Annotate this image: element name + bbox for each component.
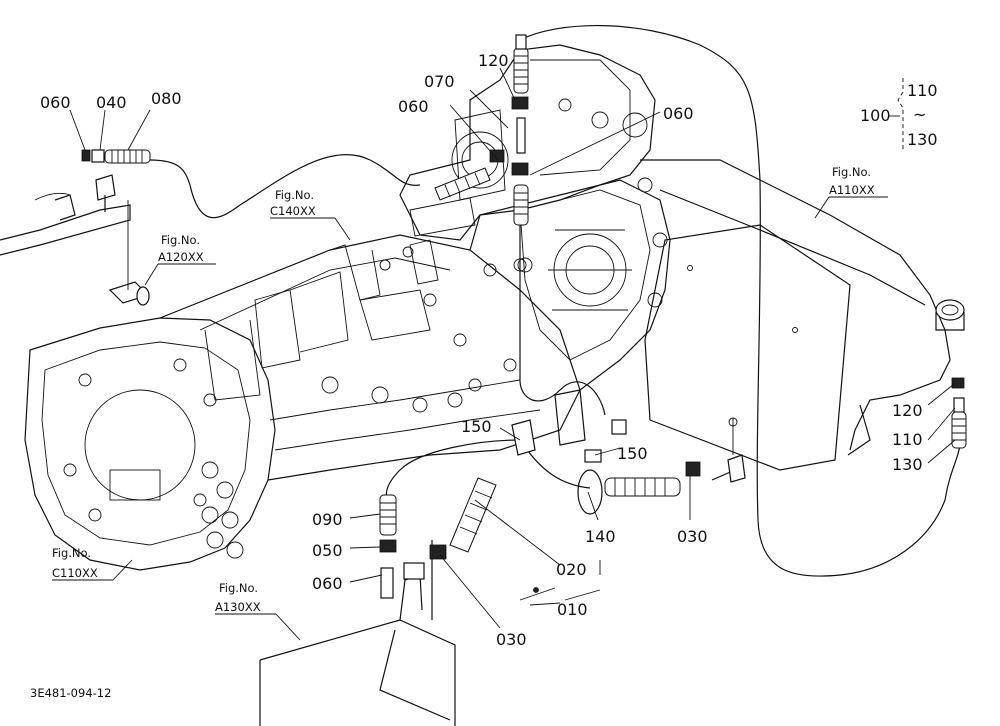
part-label-020: 020 [556, 560, 587, 579]
part-label-100: 100 [860, 106, 891, 125]
fittings-150 [511, 389, 627, 463]
left-bracket [0, 174, 150, 306]
fig-ref-caption: Fig.No. [161, 233, 200, 247]
tube-080 [81, 149, 151, 164]
leader-lines [69, 67, 956, 629]
part-label-080: 080 [151, 89, 182, 108]
fender-frame [640, 159, 965, 471]
tube-020 [429, 477, 497, 560]
fig-ref-code: A130XX [215, 600, 261, 614]
part-label-060-right: 060 [663, 104, 694, 123]
part-labels: 060 040 080 120 070 060 060 100 110 ~ 13… [40, 51, 938, 649]
tube-090 [379, 494, 397, 599]
wiring-harness [149, 25, 961, 620]
part-label-040: 040 [96, 93, 127, 112]
fig-ref-c110: Fig.No. C110XX [52, 546, 133, 581]
part-label-140: 140 [585, 527, 616, 546]
part-label-130-range: 130 [907, 130, 938, 149]
part-label-150-left: 150 [461, 417, 492, 436]
part-label-030-right: 030 [677, 527, 708, 546]
part-label-050: 050 [312, 541, 343, 560]
fig-ref-code: A120XX [158, 250, 204, 264]
part-label-060-top-left: 060 [40, 93, 71, 112]
fig-ref-a120: Fig.No. A120XX [144, 233, 216, 286]
tube-120-top [511, 34, 529, 226]
fig-ref-caption: Fig.No. [832, 165, 871, 179]
transmission-case [24, 44, 671, 571]
fig-ref-caption: Fig.No. [275, 188, 314, 202]
range-sign: ~ [913, 105, 926, 124]
part-label-110-range: 110 [907, 81, 938, 100]
part-label-090: 090 [312, 510, 343, 529]
battery-box [259, 562, 456, 726]
part-label-120-top: 120 [478, 51, 509, 70]
corrugated-tubes [81, 34, 967, 599]
part-label-110-right: 110 [892, 430, 923, 449]
fig-ref-c140: Fig.No. C140XX [270, 188, 351, 241]
fig-ref-code: C140XX [270, 204, 316, 218]
fig-ref-caption: Fig.No. [52, 546, 91, 560]
tube-upper [434, 149, 505, 201]
range-bracket [888, 78, 904, 150]
part-label-120-right: 120 [892, 401, 923, 420]
fig-ref-a110: Fig.No. A110XX [814, 165, 888, 219]
part-label-060-upper: 060 [398, 97, 429, 116]
fig-ref-code: A110XX [829, 183, 875, 197]
part-label-060-low: 060 [312, 574, 343, 593]
fig-ref-caption: Fig.No. [219, 581, 258, 595]
part-label-150-right: 150 [617, 444, 648, 463]
tube-140 [577, 454, 746, 515]
part-label-070: 070 [424, 72, 455, 91]
drawing-code: 3E481-094-12 [30, 686, 111, 700]
tube-110-130 [951, 377, 967, 449]
part-label-010: 010 [557, 600, 588, 619]
part-label-130-right: 130 [892, 455, 923, 474]
fig-ref-code: C110XX [52, 566, 98, 580]
part-label-030-low: 030 [496, 630, 527, 649]
fig-ref-a130: Fig.No. A130XX [215, 581, 301, 641]
